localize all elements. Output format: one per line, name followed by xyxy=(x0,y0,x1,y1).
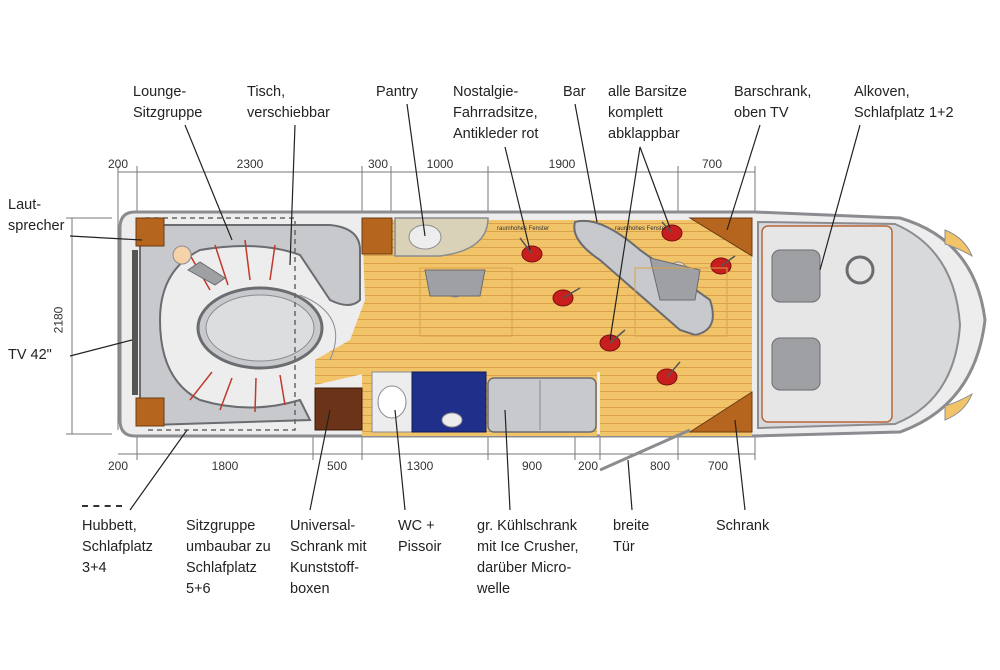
label-lounge: Lounge-Sitzgruppe xyxy=(133,84,203,121)
dim-bottom-4: 1300 xyxy=(406,459,434,473)
wc-bowl xyxy=(377,385,407,419)
dim-top-3: 300 xyxy=(367,157,389,171)
speaker-cabinet-top xyxy=(135,217,165,247)
cabinet-300 xyxy=(361,217,393,255)
dim-bottom-2: 1800 xyxy=(211,459,239,473)
steering-wheel xyxy=(845,255,875,285)
window-label-1: raumhohes Fenster xyxy=(497,226,550,232)
cab-seat-left xyxy=(771,249,821,303)
dim-top-4: 1000 xyxy=(426,157,454,171)
label-bar: Bar xyxy=(563,84,586,100)
dim-top-6: 700 xyxy=(701,157,723,171)
bar-cabinet xyxy=(688,217,753,257)
dim-bottom-3: 500 xyxy=(326,459,348,473)
label-alkoven: Alkoven,Schlafplatz 1+2 xyxy=(854,84,954,121)
wide-door xyxy=(599,428,691,472)
lounge-table-top xyxy=(205,294,315,362)
dim-bottom-5: 900 xyxy=(521,459,543,473)
label-nostalgie: Nostalgie-Fahrradsitze,Antikleder rot xyxy=(453,84,539,142)
dim-bottom-1: 200 xyxy=(107,459,129,473)
fridge-block xyxy=(487,377,597,433)
pantry-sink xyxy=(408,224,442,250)
dim-bottom-7: 800 xyxy=(649,459,671,473)
label-pantry: Pantry xyxy=(376,84,418,100)
label-tisch: Tisch,verschiebbar xyxy=(247,84,331,121)
cab-seat-right xyxy=(771,337,821,391)
dim-top-5: 1900 xyxy=(548,157,576,171)
person-pantry xyxy=(424,269,486,298)
bar-counter xyxy=(573,219,714,337)
stool-legs xyxy=(519,221,736,378)
label-tv: TV 42" xyxy=(8,347,52,363)
hubbett-outline xyxy=(145,217,296,431)
label-wc: WC +Pissoir xyxy=(398,518,442,555)
headlight-bottom xyxy=(944,392,973,421)
dim-side: 2180 xyxy=(51,306,66,334)
dim-bottom-8: 700 xyxy=(707,459,729,473)
pantry-footprint xyxy=(419,267,513,337)
table-extension xyxy=(299,294,337,361)
person-lounge xyxy=(172,245,226,286)
wardrobe-cabinet xyxy=(688,391,753,433)
dim-bottom-6: 200 xyxy=(577,459,599,473)
label-schrank: Schrank xyxy=(716,518,770,534)
speaker-cabinet-bottom xyxy=(135,397,165,427)
label-lautsprecher: Laut-sprecher xyxy=(8,197,65,234)
label-barschrank: Barschrank,oben TV xyxy=(734,84,812,121)
tv-panel xyxy=(132,250,138,395)
headlight-top xyxy=(944,229,973,258)
window-label-2: raumhohes Fenster xyxy=(615,226,668,232)
wash-basin xyxy=(441,412,463,428)
hubbett-legend-dash xyxy=(82,505,122,507)
leader-lines xyxy=(69,103,861,511)
universal-cabinet xyxy=(314,387,363,431)
dim-top-1: 200 xyxy=(107,157,129,171)
bar-footprint xyxy=(634,267,728,337)
dim-top-2: 2300 xyxy=(236,157,264,171)
